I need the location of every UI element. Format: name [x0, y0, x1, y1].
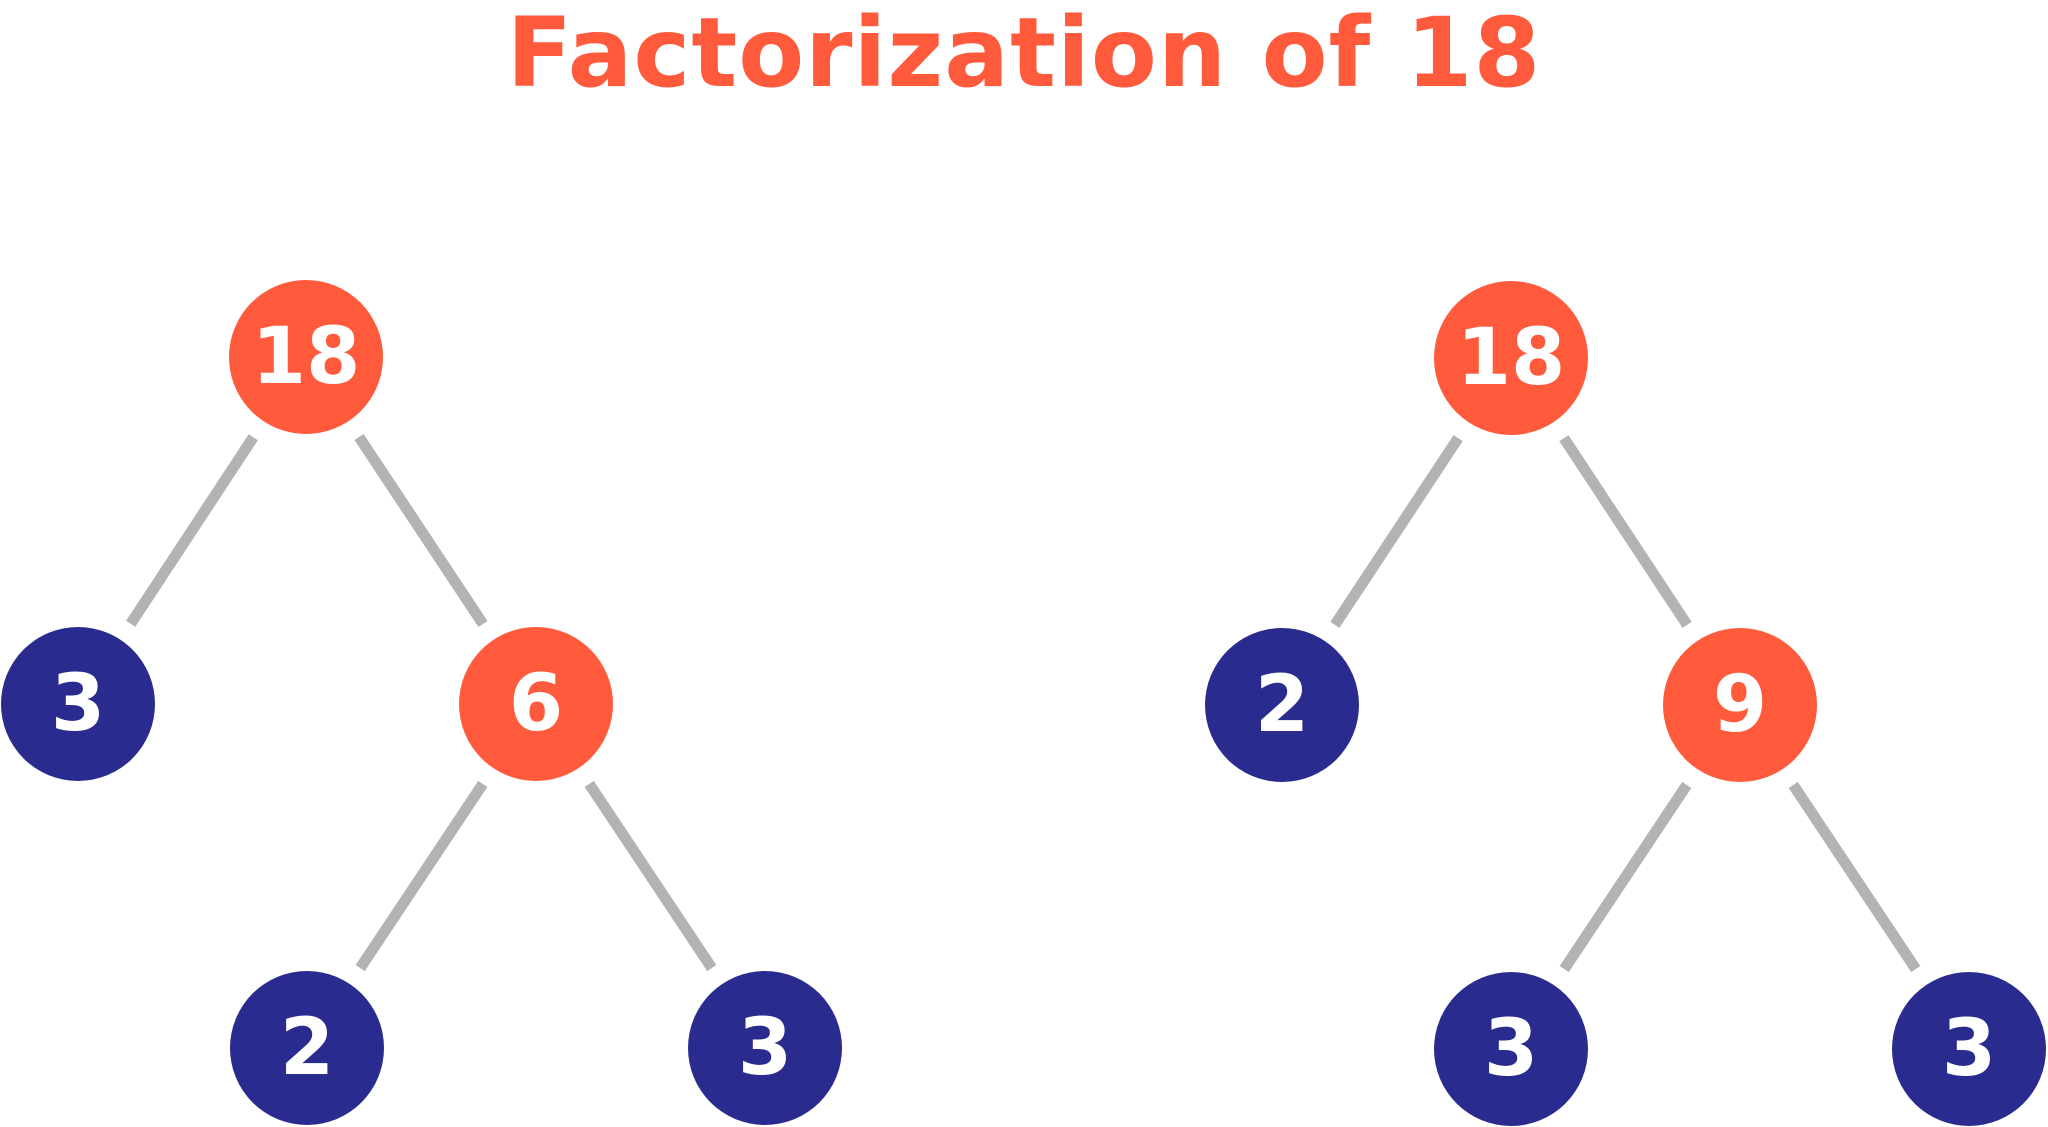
node-label: 3 — [738, 1003, 792, 1093]
node-label: 6 — [509, 659, 563, 749]
composite-node-circle — [459, 627, 613, 781]
composite-node-circle — [1663, 628, 1817, 782]
tree-edge-b-root-b-2 — [1330, 435, 1463, 628]
prime-node-circle — [1434, 972, 1588, 1126]
page-title: Factorization of 18 — [506, 0, 1542, 109]
node-label: 18 — [1457, 313, 1566, 403]
tree-edge-a-root-a-6 — [354, 433, 488, 628]
composite-node-circle — [229, 280, 383, 434]
node-label: 9 — [1713, 660, 1767, 750]
tree-node-b-3a: 3 — [1434, 972, 1588, 1126]
tree-node-b-9: 9 — [1663, 628, 1817, 782]
tree-edge-a-6-a-2b — [355, 780, 488, 972]
tree-edge-b-9-b-3a — [1559, 781, 1692, 973]
tree-node-b-2: 2 — [1205, 628, 1359, 782]
prime-node-circle — [1, 627, 155, 781]
node-label: 2 — [280, 1003, 334, 1093]
node-label: 3 — [51, 659, 105, 749]
prime-node-circle — [688, 971, 842, 1125]
prime-node-circle — [230, 971, 384, 1125]
tree-node-a-2b: 2 — [230, 971, 384, 1125]
node-label: 3 — [1484, 1004, 1538, 1094]
composite-node-circle — [1434, 281, 1588, 435]
tree-edge-b-root-b-9 — [1559, 435, 1692, 628]
tree-node-a-root: 18 — [229, 280, 383, 434]
tree-edge-a-root-a-3 — [126, 434, 258, 627]
node-label: 18 — [252, 312, 361, 402]
tree-node-a-3: 3 — [1, 627, 155, 781]
edges-layer — [126, 433, 1921, 973]
tree-edge-a-6-a-3b — [584, 780, 717, 972]
tree-node-a-6: 6 — [459, 627, 613, 781]
tree-node-a-3b: 3 — [688, 971, 842, 1125]
tree-edge-b-9-b-3b — [1788, 781, 1921, 973]
prime-node-circle — [1205, 628, 1359, 782]
node-label: 3 — [1942, 1004, 1996, 1094]
prime-node-circle — [1892, 972, 2046, 1126]
tree-node-b-root: 18 — [1434, 281, 1588, 435]
node-label: 2 — [1255, 660, 1309, 750]
nodes-layer: 18 3 6 2 3 18 2 9 3 3 — [1, 280, 2046, 1126]
tree-node-b-3b: 3 — [1892, 972, 2046, 1126]
